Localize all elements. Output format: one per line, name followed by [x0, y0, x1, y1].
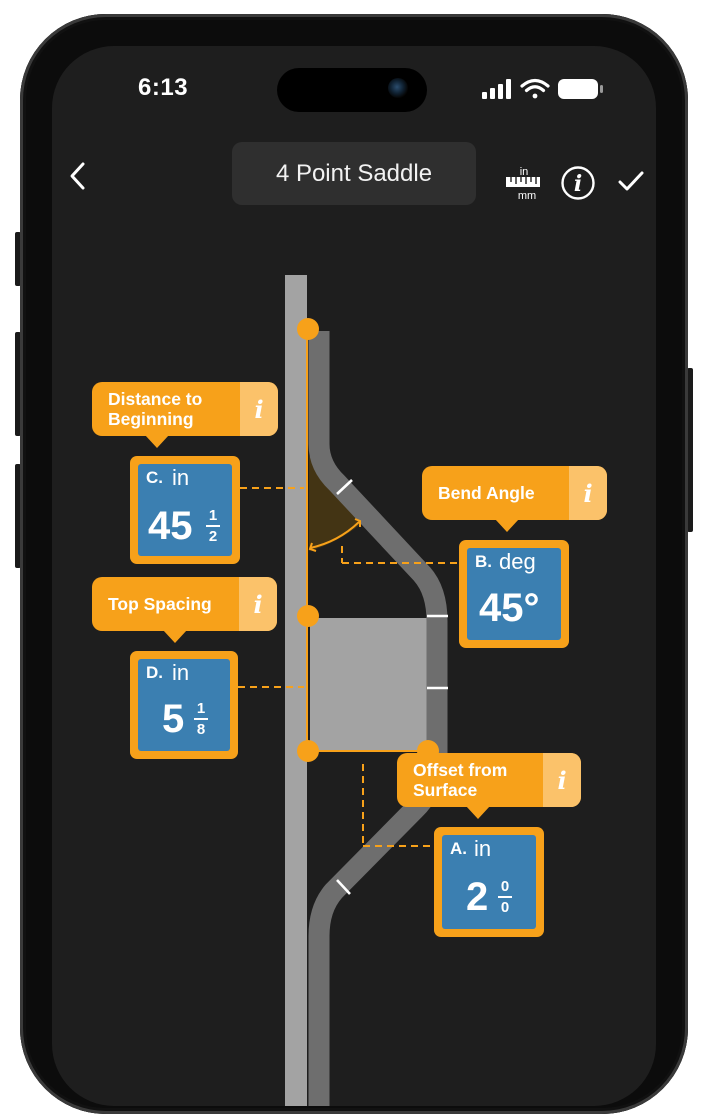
status-icons — [480, 76, 630, 102]
units-bottom-label: mm — [518, 190, 536, 202]
battery-icon — [558, 79, 603, 99]
value-fraction: 0 0 — [498, 879, 512, 915]
side-button-volume-down — [15, 464, 21, 568]
fraction-numerator: 1 — [196, 700, 206, 717]
obstacle-block — [310, 618, 428, 752]
info-icon: i — [561, 166, 595, 200]
value-letter: D. — [146, 663, 163, 682]
saddle-diagram — [238, 275, 462, 1106]
bend-marks — [336, 479, 448, 895]
label-pointer — [145, 435, 169, 448]
value-letter: A. — [450, 839, 467, 858]
value-unit: in — [474, 836, 492, 861]
ruler-icon: in mm — [506, 166, 540, 202]
fraction-denominator: 2 — [208, 528, 218, 545]
value-unit: deg — [499, 549, 536, 574]
top-spacing-value-box[interactable]: D. in 5 1 8 — [130, 651, 238, 759]
offset-from-surface-value-box[interactable]: A. in 2 0 0 — [434, 827, 544, 937]
bend-angle-info-icon[interactable]: i — [569, 466, 607, 520]
side-button-action — [15, 232, 21, 286]
label-pointer — [162, 630, 187, 643]
bend-angle-label[interactable]: Bend Angle i — [422, 466, 607, 532]
fraction-denominator: 8 — [196, 721, 206, 738]
chevron-left-icon — [70, 162, 85, 190]
offset-from-surface-info-icon[interactable]: i — [543, 753, 581, 807]
fraction-denominator: 0 — [500, 899, 510, 916]
top-spacing-label-text: Top Spacing — [108, 594, 212, 614]
bend-angle-label-text: Bend Angle — [438, 483, 535, 503]
top-spacing-label[interactable]: Top Spacing i — [92, 577, 277, 643]
camera-icon — [388, 78, 408, 98]
value-whole: 2 — [466, 875, 489, 919]
distance-to-beginning-label[interactable]: Distance to Beginning i — [92, 382, 278, 448]
value-whole: 45 — [148, 504, 193, 548]
offset-from-surface-label-text: Offset from Surface — [413, 760, 508, 800]
units-toggle-button[interactable]: in mm — [504, 164, 544, 204]
bend-angle-value-box[interactable]: B. deg 45° — [459, 540, 569, 648]
distance-to-beginning-info-icon[interactable]: i — [240, 382, 278, 436]
value-unit: in — [172, 465, 190, 490]
page-title: 4 Point Saddle — [275, 159, 433, 187]
wifi-icon — [520, 78, 550, 99]
side-button-power — [687, 368, 693, 532]
value-whole: 45° — [479, 586, 540, 630]
label-pointer — [494, 519, 519, 532]
page-title-pill: 4 Point Saddle — [232, 142, 476, 205]
distance-to-beginning-label-text: Distance to Beginning — [108, 389, 203, 429]
value-fraction: 1 2 — [206, 508, 220, 544]
info-button[interactable]: i — [558, 163, 598, 203]
value-letter: B. — [475, 552, 492, 571]
distance-to-beginning-value-box[interactable]: C. in 45 1 2 — [130, 456, 240, 564]
angle-arc — [309, 521, 360, 549]
wall-surface — [285, 275, 307, 1106]
top-spacing-info-icon[interactable]: i — [239, 577, 277, 631]
side-button-volume-up — [15, 332, 21, 436]
fraction-numerator: 1 — [208, 507, 218, 524]
app-screen: 6:13 4 Point Saddle — [52, 46, 656, 1106]
fraction-numerator: 0 — [500, 878, 510, 895]
value-unit: in — [172, 660, 190, 685]
value-letter: C. — [146, 468, 163, 487]
units-top-label: in — [520, 166, 529, 178]
checkmark-icon — [618, 171, 644, 191]
measure-points — [297, 318, 439, 762]
back-button[interactable] — [60, 158, 96, 194]
info-icon-glyph: i — [574, 171, 582, 197]
value-fraction: 1 8 — [194, 701, 208, 737]
signal-icon — [482, 79, 511, 99]
status-time: 6:13 — [138, 74, 189, 101]
offset-from-surface-label[interactable]: Offset from Surface i — [397, 753, 581, 819]
confirm-button[interactable] — [613, 164, 649, 200]
label-pointer — [466, 806, 490, 819]
value-whole: 5 — [162, 697, 185, 741]
